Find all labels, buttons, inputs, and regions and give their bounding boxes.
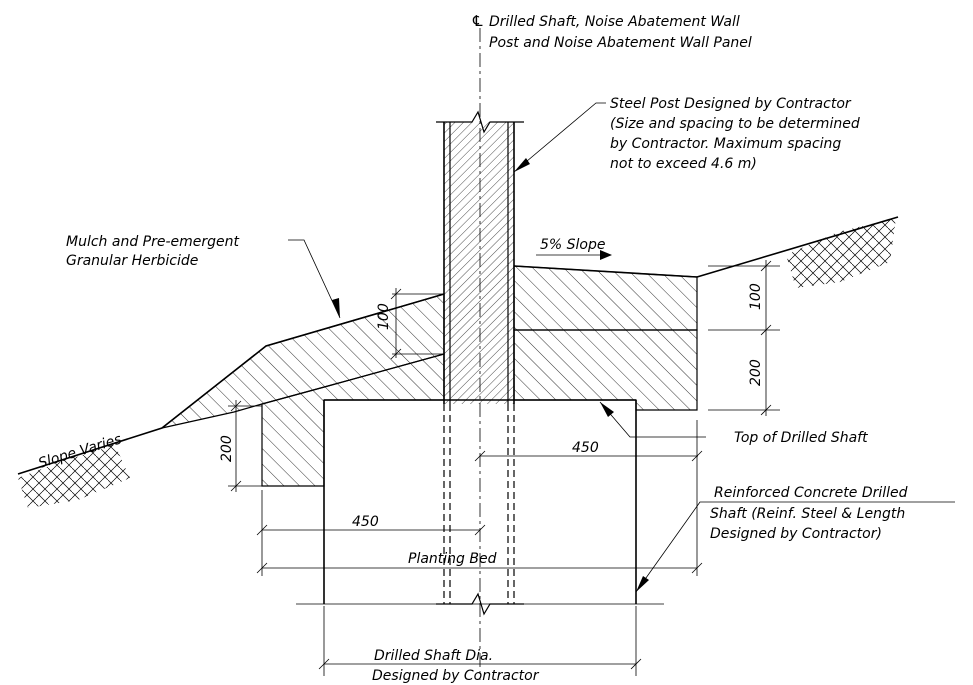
shaft-dia-label-line2: Designed by Contractor	[372, 668, 540, 684]
slope-top-edge	[513, 265, 698, 278]
dim-planting-bed	[256, 562, 703, 574]
dim-value-left-200: 200	[219, 435, 235, 462]
dim-left-200	[228, 400, 262, 492]
dim-right-100-200	[708, 260, 780, 416]
leader-reinforced	[635, 501, 712, 593]
reinforced-label-line1: Reinforced Concrete Drilled	[714, 485, 908, 501]
planting-soil-right	[513, 329, 698, 411]
centerline-label-line2: Post and Noise Abatement Wall Panel	[489, 35, 752, 51]
leader-top-of-shaft-arrow	[600, 402, 614, 417]
dim-value-right-450: 450	[572, 440, 599, 456]
shaft-dia-label-line1: Drilled Shaft Dia.	[374, 648, 493, 664]
steel-post-label-line4: not to exceed 4.6 m)	[610, 156, 757, 172]
leader-steel-post-arrow	[514, 158, 530, 172]
mulch-label-line2: Granular Herbicide	[66, 253, 198, 269]
dim-value-left-100: 100	[376, 303, 392, 330]
mulch-label-line1: Mulch and Pre-emergent	[66, 234, 240, 250]
steel-post-label-line1: Steel Post Designed by Contractor	[610, 96, 852, 112]
leader-steel-post	[513, 102, 606, 173]
steel-post-label-line2: (Size and spacing to be determined	[610, 116, 860, 132]
leader-mulch-arrow	[332, 298, 340, 318]
slope-arrow	[600, 250, 612, 260]
steel-post	[436, 110, 524, 616]
dim-value-left-450: 450	[352, 514, 379, 530]
leader-mulch	[288, 239, 341, 319]
dim-left-100	[390, 288, 444, 360]
dim-value-right-200: 200	[748, 359, 764, 386]
steel-post-label-line3: by Contractor. Maximum spacing	[610, 136, 841, 152]
top-of-shaft-label: Top of Drilled Shaft	[734, 430, 868, 446]
planting-bed-label: Planting Bed	[408, 551, 497, 567]
centerline-label-line1: Drilled Shaft, Noise Abatement Wall	[489, 14, 740, 30]
dim-left-450	[256, 490, 486, 576]
slope-percent-label: 5% Slope	[540, 237, 606, 253]
leader-reinforced-arrow	[636, 576, 649, 592]
reinforced-label-line2: Shaft (Reinf. Steel & Length	[710, 506, 905, 522]
centerline-symbol: ℄	[471, 12, 484, 30]
earth-symbol-left	[18, 445, 130, 508]
ground-line-right	[696, 216, 899, 278]
earth-symbol-right	[786, 218, 896, 288]
dim-right-450	[474, 420, 703, 576]
reinforced-label-line3: Designed by Contractor)	[710, 526, 882, 542]
dim-value-right-100: 100	[748, 283, 764, 310]
dim-shaft-diameter	[318, 606, 642, 676]
